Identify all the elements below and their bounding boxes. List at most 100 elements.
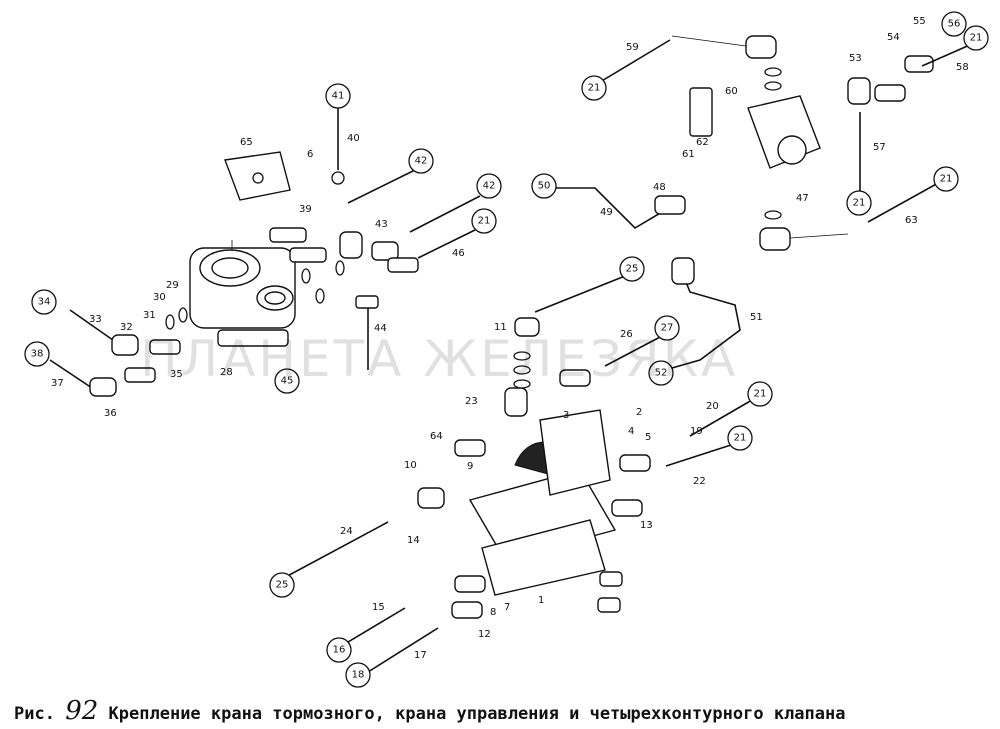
svg-text:21: 21 bbox=[853, 198, 866, 209]
svg-text:42: 42 bbox=[415, 156, 428, 167]
four-circuit-valve-assembly bbox=[555, 35, 973, 369]
callout-27: 27 bbox=[654, 315, 680, 341]
label-4: 4 bbox=[628, 426, 634, 437]
callout-25a: 25 bbox=[619, 256, 645, 282]
label-9: 9 bbox=[467, 461, 473, 472]
svg-text:42: 42 bbox=[483, 181, 496, 192]
svg-text:25: 25 bbox=[626, 264, 639, 275]
label-17: 17 bbox=[414, 650, 427, 661]
callout-34: 34 bbox=[31, 289, 57, 315]
svg-text:38: 38 bbox=[31, 349, 44, 360]
label-47: 47 bbox=[796, 193, 809, 204]
circled-callouts: 41 42 42 21 34 38 45 50 25 27 52 21 56 2… bbox=[24, 11, 989, 688]
label-33: 33 bbox=[89, 314, 102, 325]
label-46: 46 bbox=[452, 248, 465, 259]
svg-text:21: 21 bbox=[734, 433, 747, 444]
label-61: 61 bbox=[682, 149, 695, 160]
label-7: 7 bbox=[504, 602, 510, 613]
part-number-labels: 1 2 3 4 5 6 7 8 9 10 11 12 13 14 15 17 1… bbox=[51, 16, 969, 661]
svg-text:25: 25 bbox=[276, 580, 289, 591]
callout-45: 45 bbox=[274, 368, 300, 394]
label-57: 57 bbox=[873, 142, 886, 153]
svg-text:52: 52 bbox=[655, 368, 668, 379]
callout-21f: 21 bbox=[747, 381, 773, 407]
callout-42b: 42 bbox=[476, 173, 502, 199]
label-15: 15 bbox=[372, 602, 385, 613]
watermark: ПЛАНЕТА ЖЕЛЕЗЯКА bbox=[140, 330, 739, 388]
label-59: 59 bbox=[626, 42, 639, 53]
label-32: 32 bbox=[120, 322, 133, 333]
label-10: 10 bbox=[404, 460, 417, 471]
label-1: 1 bbox=[538, 595, 544, 606]
svg-text:56: 56 bbox=[948, 19, 961, 30]
label-12: 12 bbox=[478, 629, 491, 640]
label-19: 19 bbox=[690, 426, 703, 437]
label-11: 11 bbox=[494, 322, 507, 333]
svg-text:41: 41 bbox=[332, 91, 345, 102]
label-51: 51 bbox=[750, 312, 763, 323]
figure-prefix: Рис. bbox=[14, 704, 55, 724]
svg-text:21: 21 bbox=[754, 389, 767, 400]
brake-valve-assembly bbox=[49, 108, 481, 397]
label-28: 28 bbox=[220, 367, 233, 378]
label-26: 26 bbox=[620, 329, 633, 340]
callout-21g: 21 bbox=[727, 425, 753, 451]
svg-text:34: 34 bbox=[38, 297, 51, 308]
label-48: 48 bbox=[653, 182, 666, 193]
label-55: 55 bbox=[913, 16, 926, 27]
svg-text:50: 50 bbox=[538, 181, 551, 192]
label-5: 5 bbox=[645, 432, 651, 443]
label-23: 23 bbox=[465, 396, 478, 407]
label-8: 8 bbox=[490, 607, 496, 618]
label-54: 54 bbox=[887, 32, 900, 43]
label-49: 49 bbox=[600, 207, 613, 218]
figure-caption: Рис. 92 Крепление крана тормозного, кран… bbox=[14, 696, 994, 726]
svg-text:18: 18 bbox=[352, 670, 365, 681]
label-64: 64 bbox=[430, 431, 443, 442]
svg-text:21: 21 bbox=[970, 33, 983, 44]
callout-21b: 21 bbox=[581, 75, 607, 101]
svg-text:45: 45 bbox=[281, 376, 294, 387]
figure-title: Крепление крана тормозного, крана управл… bbox=[108, 704, 846, 724]
label-43: 43 bbox=[375, 219, 388, 230]
callout-16: 16 bbox=[326, 637, 352, 663]
label-31: 31 bbox=[143, 310, 156, 321]
label-53: 53 bbox=[849, 53, 862, 64]
callout-21d: 21 bbox=[846, 190, 872, 216]
label-20: 20 bbox=[706, 401, 719, 412]
label-39: 39 bbox=[299, 204, 312, 215]
label-24: 24 bbox=[340, 526, 353, 537]
label-13: 13 bbox=[640, 520, 653, 531]
label-35: 35 bbox=[170, 369, 183, 380]
label-37: 37 bbox=[51, 378, 64, 389]
label-14: 14 bbox=[407, 535, 420, 546]
label-6: 6 bbox=[307, 149, 313, 160]
svg-text:16: 16 bbox=[333, 645, 346, 656]
label-30: 30 bbox=[153, 292, 166, 303]
callout-18: 18 bbox=[345, 662, 371, 688]
label-2: 2 bbox=[636, 407, 642, 418]
label-36: 36 bbox=[104, 408, 117, 419]
callout-21a: 21 bbox=[471, 208, 497, 234]
svg-text:21: 21 bbox=[940, 174, 953, 185]
svg-text:21: 21 bbox=[588, 83, 601, 94]
callout-41: 41 bbox=[325, 83, 351, 109]
callout-21e: 21 bbox=[933, 166, 959, 192]
control-valve-assembly bbox=[279, 275, 753, 673]
label-60: 60 bbox=[725, 86, 738, 97]
callout-42a: 42 bbox=[408, 148, 434, 174]
callout-25b: 25 bbox=[269, 572, 295, 598]
svg-text:27: 27 bbox=[661, 323, 674, 334]
callout-21c: 21 bbox=[963, 25, 989, 51]
label-44: 44 bbox=[374, 323, 387, 334]
label-40: 40 bbox=[347, 133, 360, 144]
label-63: 63 bbox=[905, 215, 918, 226]
label-3: 3 bbox=[563, 410, 569, 421]
label-22: 22 bbox=[693, 476, 706, 487]
callout-38: 38 bbox=[24, 341, 50, 367]
figure-number: 92 bbox=[65, 696, 99, 726]
label-65: 65 bbox=[240, 137, 253, 148]
callout-56: 56 bbox=[941, 11, 967, 37]
label-58: 58 bbox=[956, 62, 969, 73]
